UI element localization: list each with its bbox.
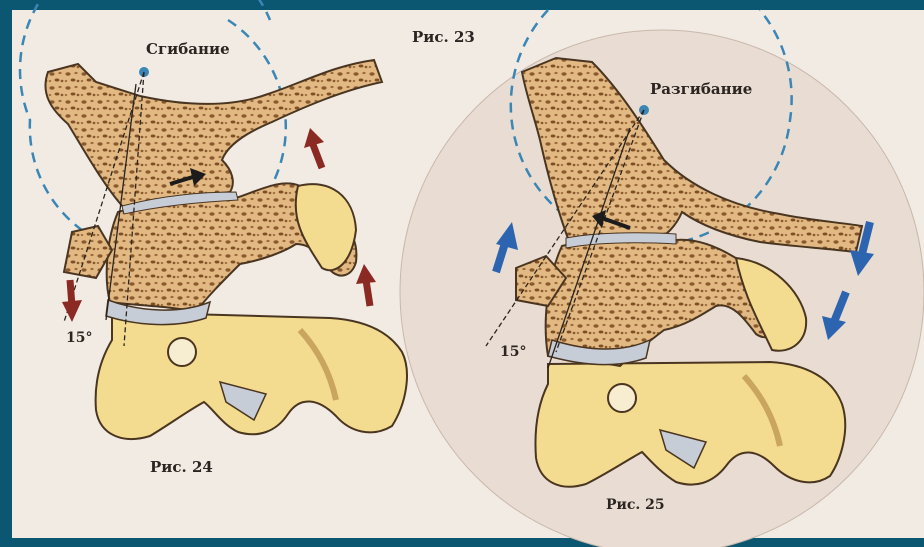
flexion-label: Сгибание <box>146 40 230 58</box>
fig24-angle-label: 15° <box>66 330 92 346</box>
extension-label: Разгибание <box>650 80 752 98</box>
fig24-upper-bone <box>45 60 382 208</box>
fig25-vertebral-foramen <box>608 384 636 412</box>
fig23-caption: Рис. 23 <box>412 28 475 46</box>
fig24-transverse-process <box>64 226 112 278</box>
fig25-caption: Рис. 25 <box>606 497 665 513</box>
fig25-angle-label: 15° <box>500 344 526 360</box>
fig25-lower-vertebra <box>536 362 846 487</box>
fig24-arrow-red-icon <box>304 128 324 168</box>
fig24-arrow-red-icon-3 <box>62 280 82 322</box>
fig24-caption: Рис. 24 <box>150 458 213 476</box>
fig24-vertebral-foramen <box>168 338 196 366</box>
fig24-lower-vertebra <box>96 312 407 439</box>
fig24-facet-pale <box>296 184 356 270</box>
fig24-arrow-red-icon-2 <box>356 264 376 306</box>
